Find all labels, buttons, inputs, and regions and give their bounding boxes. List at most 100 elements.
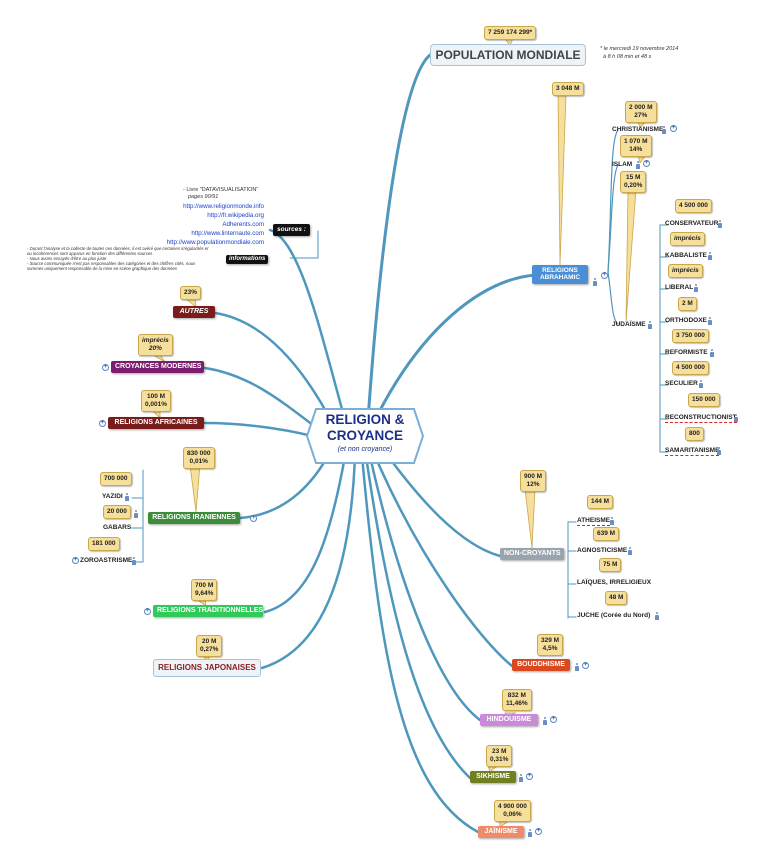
expand-icon[interactable]: + [643,160,650,167]
person-icon [593,278,597,286]
person-icon [734,414,738,422]
bouddhisme-value: 329 M 4,5% [537,634,564,657]
traditionnelles-value: 700 M 9,64% [191,579,218,602]
source-link-2[interactable]: http://fr.wikipedia.org [207,212,264,219]
non-croyants-topic[interactable]: NON-CROYANTS [500,548,564,561]
modernes-value: imprécis 20% [138,334,173,357]
central-subtitle: (et non croyance) [337,446,393,453]
expand-icon[interactable]: + [144,608,151,615]
informations-topic[interactable]: informations [226,255,269,265]
reconstructionist-value: 150 000 [688,393,720,408]
person-icon [708,317,712,325]
iraniennes-value: 830 000 0,01% [183,447,215,470]
religions-iraniennes-topic[interactable]: RELIGIONS IRANIENNES [148,512,240,525]
juche-value: 48 M [605,591,628,606]
agnosticisme-value: 639 M [593,527,620,542]
conservateur-label[interactable]: CONSERVATEUR [665,220,719,227]
juche-label[interactable]: JUCHE (Corée du Nord) [577,612,651,619]
central-topic[interactable]: RELIGION & CROYANCE (et non croyance) [306,408,424,464]
person-icon [708,252,712,260]
expand-icon[interactable]: + [526,773,533,780]
sources-note-line3: - Nous avons essayés d'être au plus just… [27,256,107,261]
population-value: 7 259 174 299* [484,26,537,41]
person-icon [699,380,703,388]
laiques-label[interactable]: LAÏQUES, IRRELIGIEUX [577,579,652,586]
reformiste-value: 3 750 000 [672,329,709,344]
judaisme-label[interactable]: JUDAÏSME [612,321,646,328]
agnosticisme-label[interactable]: AGNOSTICISME [577,547,628,554]
islam-label[interactable]: ISLAM [612,161,633,168]
person-icon [575,663,579,671]
hindouisme-value: 832 M 11,46% [502,689,532,712]
person-icon [662,126,666,134]
expand-icon[interactable]: + [670,125,677,132]
expand-icon[interactable]: + [601,272,608,279]
conservateur-value: 4 500 000 [675,199,712,214]
reformiste-label[interactable]: REFORMISTE [665,349,708,356]
expand-icon[interactable]: + [250,515,257,522]
person-icon [718,220,722,228]
source-link-3[interactable]: Adherents.com [222,221,264,228]
sikhisme-topic[interactable]: SIKHISME [470,771,516,784]
person-icon [528,829,532,837]
yazidi-label[interactable]: YAZIDI [102,493,123,500]
sources-book-line1: - Livre "DATAVISUALISATION" [183,187,259,193]
source-link-4[interactable]: http://www.linternaute.com [191,230,264,237]
sikhisme-value: 23 M 0,31% [486,745,513,768]
person-icon [636,161,640,169]
christianisme-value: 2 000 M 27% [625,101,657,124]
zoroastrisme-value: 181 000 [88,537,120,552]
samaritanisme-label[interactable]: SAMARITANISME [665,447,720,456]
judaisme-value: 15 M 0,20% [620,171,647,194]
sources-note-line2: ou incohérences sont apparus en fonction… [27,251,153,256]
autres-value: 23% [180,286,202,301]
kabbaliste-label[interactable]: KABBALISTE [665,252,707,259]
expand-icon[interactable]: + [535,828,542,835]
gabars-value: 20 000 [103,505,131,520]
source-link-1[interactable]: http://www.religionmonde.info [183,203,264,210]
zoroastrisme-label[interactable]: ZOROASTRISME [80,557,133,564]
islam-value: 1 070 M 14% [620,135,652,158]
liberal-value: imprécis [668,264,703,279]
sources-topic[interactable]: sources : [273,224,310,236]
person-icon [610,517,614,525]
sources-note-line4: - Source communiquée n'est pas responsab… [27,261,196,266]
religions-africaines-topic[interactable]: RELIGIONS AFRICAINES [108,417,204,430]
source-link-5[interactable]: http://www.populationmondiale.com [166,239,264,246]
yazidi-value: 700 000 [100,472,132,487]
seculier-label[interactable]: SECULIER [665,380,698,387]
religions-traditionnelles-topic[interactable]: RELIGIONS TRADITIONNELLES [153,605,263,618]
gabars-label[interactable]: GABARS [103,524,132,531]
samaritanisme-value: 800 [685,427,704,442]
hindouisme-topic[interactable]: HINDOUISME [480,714,538,727]
bouddhisme-topic[interactable]: BOUDDHISME [512,659,570,672]
person-icon [628,547,632,555]
population-mondiale-topic[interactable]: POPULATION MONDIALE [430,44,586,66]
person-icon [710,349,714,357]
expand-icon[interactable]: + [582,662,589,669]
expand-icon[interactable]: + [102,364,109,371]
seculier-value: 4 500 000 [672,361,709,376]
reconstructionist-label[interactable]: RECONSTRUCTIONIST [665,414,737,423]
sources-note-line5: sommes uniquement responsable de la mise… [27,266,178,271]
christianisme-label[interactable]: CHRISTIANISME [612,126,664,133]
autres-topic[interactable]: AUTRES [173,306,215,319]
jainisme-value: 4 900 000 0,06% [494,800,531,823]
jainisme-topic[interactable]: JAÏNISME [478,826,524,839]
orthodoxe-label[interactable]: ORTHODOXE [665,317,707,324]
atheisme-label[interactable]: ATHEISME [577,517,611,526]
japonaises-value: 20 M 0,27% [196,635,223,658]
person-icon [134,510,138,518]
religions-abrahamic-topic[interactable]: RELIGIONS ABRAHAMIC [532,265,588,284]
expand-icon[interactable]: + [72,557,79,564]
abrahamic-value: 3 048 M [552,82,584,97]
expand-icon[interactable]: + [550,716,557,723]
religions-japonaises-topic[interactable]: RELIGIONS JAPONAISES [153,659,261,677]
central-title-line2: CROYANCE [326,428,404,443]
sources-book-line2: pages 90/91 [188,194,219,200]
expand-icon[interactable]: + [99,420,106,427]
liberal-label[interactable]: LIBERAL [665,284,694,291]
croyances-modernes-topic[interactable]: CROYANCES MODERNES [111,361,204,374]
africaines-value: 100 M 0,001% [141,390,172,413]
kabbaliste-value: imprécis [670,232,705,247]
